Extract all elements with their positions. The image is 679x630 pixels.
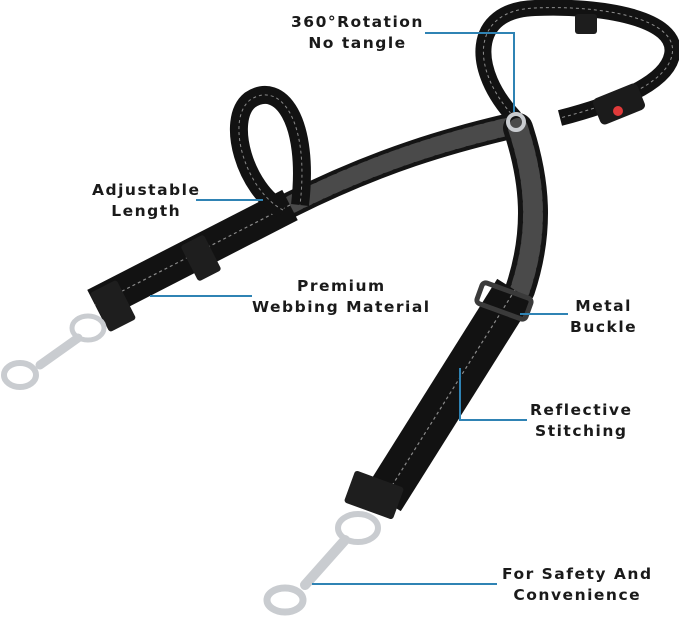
right-strap	[263, 113, 548, 616]
callout-line-reflective	[459, 368, 527, 421]
callout-adjustable-line1: Adjustable	[92, 181, 201, 199]
callout-rotation-line2: No tangle	[308, 34, 407, 52]
swivel-ring-icon	[506, 112, 526, 132]
callout-reflective: Reflective Stitching	[530, 400, 633, 442]
callout-safety: For Safety And Convenience	[502, 564, 653, 606]
callout-webbing: Premium Webbing Material	[252, 276, 431, 318]
callout-lines	[150, 32, 568, 585]
callout-adjustable-line2: Length	[111, 202, 182, 220]
callout-reflective-line2: Stitching	[535, 422, 628, 440]
callout-buckle-line1: Metal	[575, 297, 632, 315]
callout-safety-line1: For Safety And	[502, 565, 653, 583]
callout-buckle-line2: Buckle	[570, 318, 638, 336]
metal-slider-buckle-icon	[474, 280, 534, 322]
waist-loop	[475, 0, 679, 126]
snap-hook-right-icon	[263, 511, 381, 616]
callout-webbing-line2: Webbing Material	[252, 298, 431, 316]
release-button-icon	[613, 106, 623, 116]
callout-rotation: 360°Rotation No tangle	[291, 12, 424, 54]
callout-rotation-line1: 360°Rotation	[291, 13, 424, 31]
callout-line-rotation	[425, 32, 515, 112]
callout-buckle: Metal Buckle	[570, 296, 637, 338]
callout-adjustable: Adjustable Length	[92, 180, 200, 222]
callout-safety-line2: Convenience	[513, 586, 642, 604]
snap-hook-left-icon	[1, 313, 107, 390]
left-strap	[1, 86, 528, 390]
callout-reflective-line1: Reflective	[530, 401, 633, 419]
callout-webbing-line1: Premium	[296, 277, 386, 295]
